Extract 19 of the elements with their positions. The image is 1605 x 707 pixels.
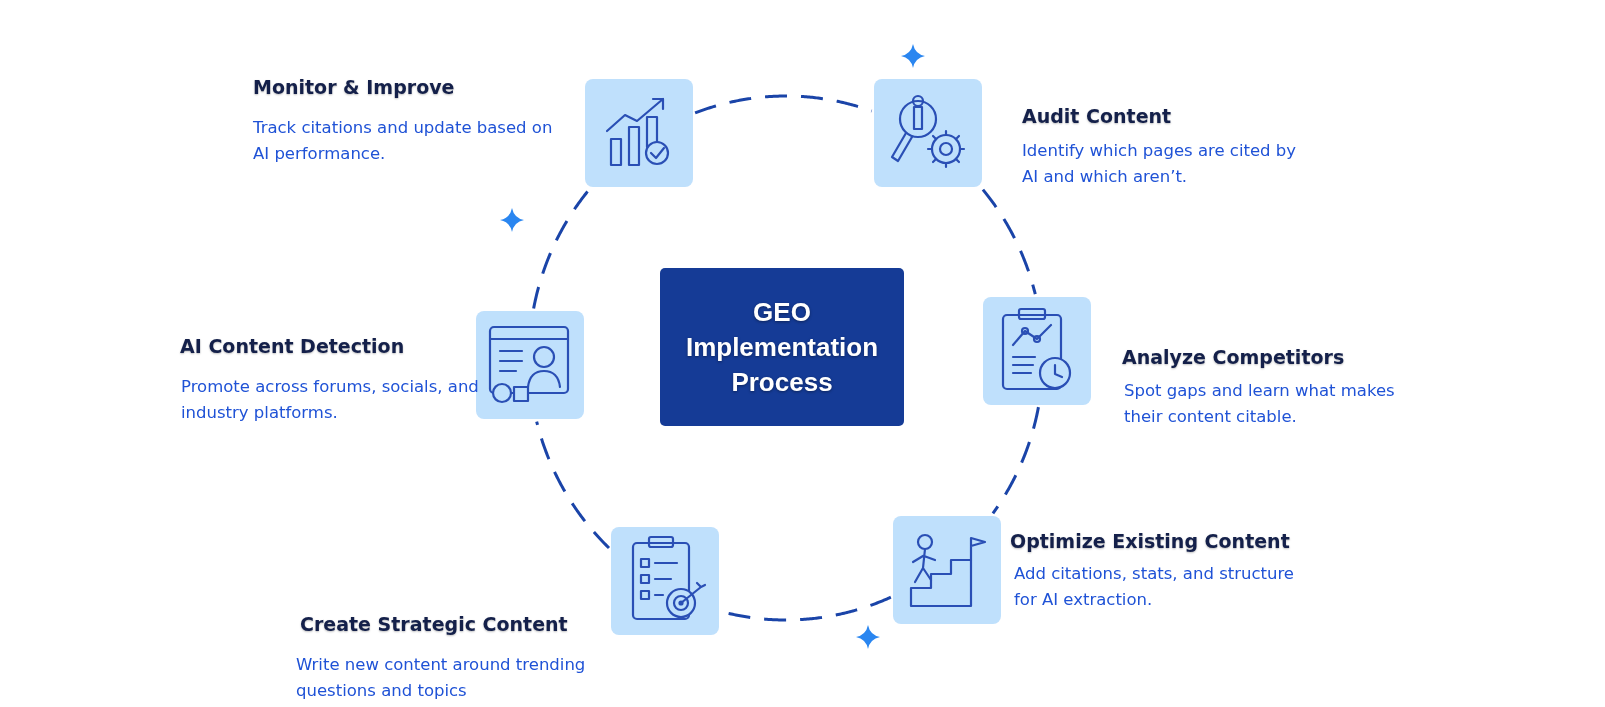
center-title: GEO Implementation Process bbox=[684, 295, 880, 399]
step-heading: Audit Content bbox=[1022, 105, 1172, 127]
dashed-connector bbox=[535, 421, 611, 550]
step-description: Spot gaps and learn what makes their content citable. bbox=[1124, 380, 1396, 428]
center-box bbox=[660, 268, 904, 426]
dashed-connector bbox=[981, 188, 1037, 295]
step-description: Add citations, stats, and structure for AI extraction. bbox=[1014, 563, 1296, 611]
step-description: Identify which pages are cited by AI and which aren’t. bbox=[1022, 140, 1298, 188]
step-heading: Optimize Existing Content bbox=[1010, 530, 1290, 552]
step-heading: Analyze Competitors bbox=[1122, 346, 1345, 368]
step-heading: Monitor & Improve bbox=[253, 76, 455, 98]
step-description: Promote across forums, socials, and industry platforms. bbox=[181, 376, 480, 424]
step-heading: AI Content Detection bbox=[180, 335, 405, 357]
step-description: Track citations and update based on AI performance. bbox=[253, 117, 554, 165]
dashed-connector bbox=[694, 94, 873, 115]
step-heading: Create Strategic Content bbox=[300, 613, 568, 635]
dashed-connector bbox=[532, 188, 591, 309]
dashed-connector bbox=[991, 406, 1040, 515]
step-description: Write new content around trending questions and topics bbox=[296, 654, 587, 702]
